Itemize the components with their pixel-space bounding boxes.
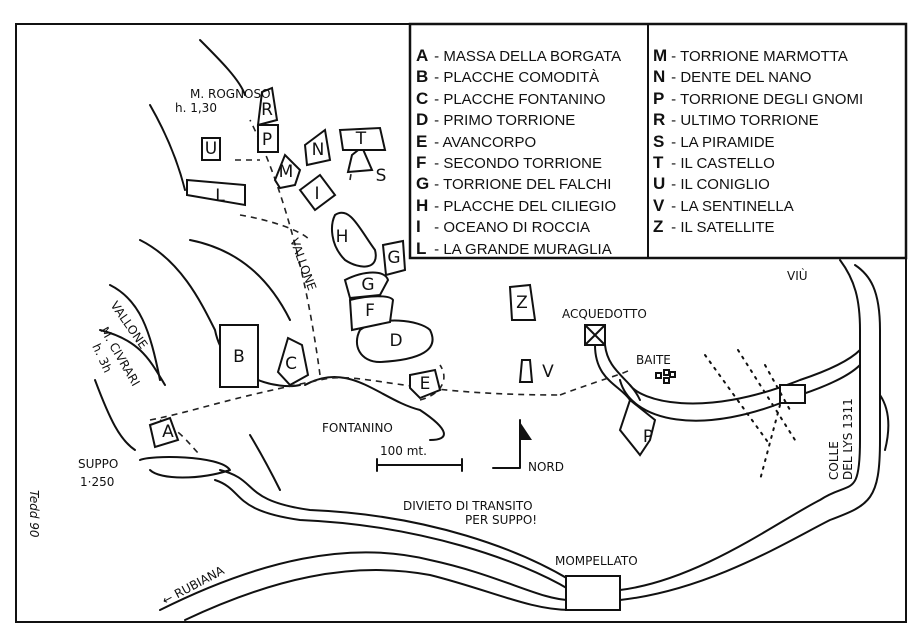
svg-text:F: F (365, 301, 375, 321)
rock-c (276, 336, 310, 387)
legend-item: B - PLACCHE COMODITÀ (416, 67, 600, 87)
rock-u (201, 137, 221, 161)
svg-text:DEL LYS 1311: DEL LYS 1311 (841, 398, 855, 480)
legend-item: F - SECONDO TORRIONE (416, 153, 602, 173)
rock-n (303, 128, 332, 167)
legend-item: V - LA SENTINELLA (653, 195, 794, 215)
svg-text:D: D (389, 331, 402, 351)
svg-text:ACQUEDOTTO: ACQUEDOTTO (562, 307, 647, 321)
legend-box (408, 22, 908, 260)
parking-area (618, 398, 657, 457)
legend-item: S - LA PIRAMIDE (653, 131, 775, 151)
rock-m (273, 153, 302, 190)
svg-text:G: G (361, 275, 374, 295)
svg-text:M. ROGNOSO: M. ROGNOSO (190, 87, 271, 101)
svg-text:M: M (279, 162, 294, 182)
svg-text:VALLONE: VALLONE (287, 236, 319, 292)
legend-item: P - TORRIONE DEGLI GNOMI (653, 88, 864, 108)
legend-item: R - ULTIMO TORRIONE (653, 110, 819, 130)
rock-a (148, 416, 180, 449)
svg-text:NORD: NORD (528, 460, 564, 474)
legend-item: Z - IL SATELLITE (653, 217, 775, 237)
legend-item: U - IL CONIGLIO (653, 174, 770, 194)
legend-left-column: A - MASSA DELLA BORGATA B - PLACCHE COMO… (416, 46, 621, 260)
svg-text:PER SUPPO!: PER SUPPO! (465, 513, 537, 527)
svg-text:N: N (312, 140, 325, 160)
svg-text:P: P (643, 427, 653, 447)
svg-text:Tedd 90: Tedd 90 (27, 490, 41, 538)
svg-text:T: T (355, 129, 367, 149)
legend-item: A - MASSA DELLA BORGATA (416, 46, 622, 65)
rock-p (257, 124, 279, 153)
rock-f (348, 295, 395, 332)
rock-h (331, 211, 377, 268)
svg-text:G: G (387, 248, 400, 268)
svg-text:R: R (261, 100, 273, 120)
rock-t (338, 126, 387, 151)
svg-text:V: V (542, 362, 554, 382)
svg-text:BAITE: BAITE (636, 353, 671, 367)
svg-text:DIVIETO DI TRANSITO: DIVIETO DI TRANSITO (403, 499, 533, 513)
rock-g-2 (381, 239, 407, 277)
rock-i (298, 173, 337, 212)
mompellato-building (565, 575, 621, 611)
svg-text:COLLE: COLLE (827, 441, 841, 480)
scale-bar (376, 458, 463, 472)
legend-item: H - PLACCHE DEL CILIEGIO (416, 195, 617, 215)
legend-item: T - IL CASTELLO (653, 153, 775, 173)
svg-text:H: H (336, 227, 349, 247)
rock-v (518, 359, 534, 383)
legend-item: L - LA GRANDE MURAGLIA (416, 238, 612, 258)
svg-text:A: A (162, 422, 174, 442)
rock-d (355, 319, 434, 364)
svg-text:B: B (233, 347, 245, 367)
svg-text:h. 1,30: h. 1,30 (175, 101, 217, 115)
svg-text:E: E (420, 374, 431, 394)
north-arrow-icon (520, 422, 532, 440)
legend-right-column: M - TORRIONE MARMOTTA N - DENTE DEL NANO… (653, 46, 863, 239)
rock-l (186, 178, 246, 207)
legend-item: N - DENTE DEL NANO (653, 67, 812, 87)
svg-text:C: C (285, 354, 297, 374)
legend-item: D - PRIMO TORRIONE (416, 110, 576, 130)
svg-text:1·250: 1·250 (80, 475, 114, 489)
rock-b (219, 324, 259, 388)
svg-text:I: I (314, 184, 319, 204)
svg-text:FONTANINO: FONTANINO (322, 421, 393, 435)
svg-text:P: P (262, 130, 272, 150)
rock-z (508, 283, 537, 321)
svg-text:U: U (205, 139, 217, 159)
svg-text:Z: Z (516, 293, 528, 313)
legend-item: G - TORRIONE DEL FALCHI (416, 174, 612, 194)
svg-text:100 mt.: 100 mt. (380, 444, 427, 458)
legend-item: C - PLACCHE FONTANINO (416, 88, 606, 108)
svg-text:MOMPELLATO: MOMPELLATO (555, 554, 638, 568)
rock-e (409, 368, 442, 400)
svg-text:SUPPO: SUPPO (78, 457, 118, 471)
legend-item: M - TORRIONE MARMOTTA (653, 46, 848, 65)
legend-item: E - AVANCORPO (416, 131, 537, 151)
svg-text:S: S (376, 166, 387, 186)
legend-item: I - OCEANO DI ROCCIA (416, 217, 591, 237)
svg-text:L: L (215, 186, 225, 206)
rock-r (256, 86, 279, 127)
rock-g-1 (343, 271, 390, 300)
svg-text:VIÙ: VIÙ (787, 268, 808, 283)
